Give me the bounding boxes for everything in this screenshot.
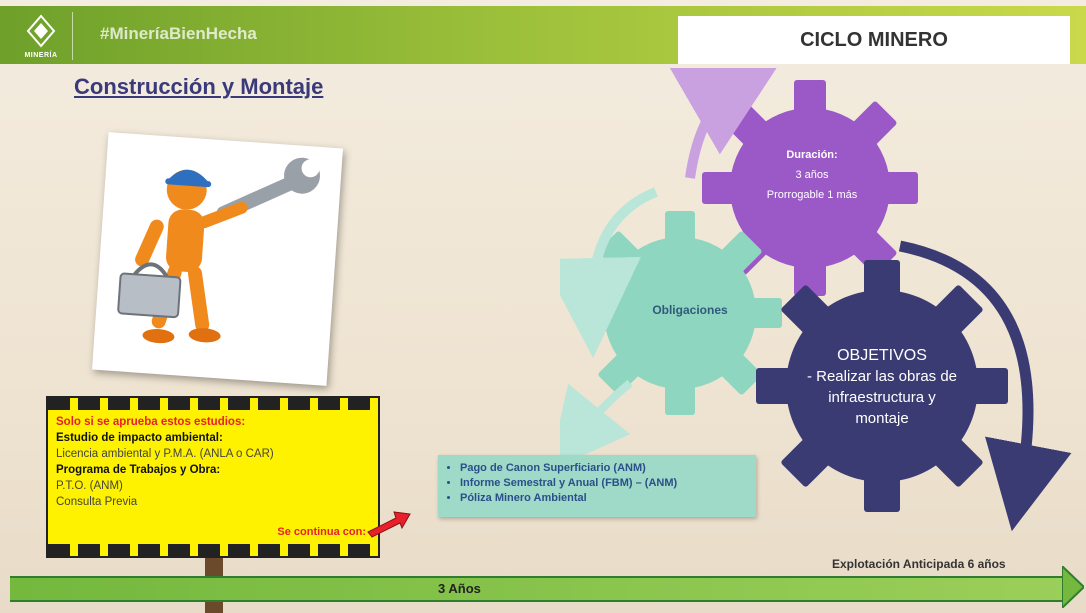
red-arrow-icon [367,511,411,538]
duration-text: Duración: 3 años Prorrogable 1 más [742,145,882,205]
timeline-bar [10,576,1070,602]
obligation-item: Pago de Canon Superficiario (ANM) [460,461,756,476]
header-bar: MINERÍA #MineríaBienHecha CICLO MINERO [0,6,1086,64]
anticipated-exploitation-label: Explotación Anticipada 6 años [832,557,1006,571]
sign-license-line: Licencia ambiental y P.M.A. (ANLA o CAR) [56,448,274,460]
sign-continue: Se continua con: [277,526,366,538]
objectives-text: OBJETIVOS - Realizar las obras de infrae… [802,345,962,429]
timeline-arrow-icon [1062,566,1084,608]
gears-diagram [560,68,1072,532]
sign-heading-program: Programa de Trabajos y Obra: [56,464,221,476]
objectives-description: - Realizar las obras de infraestructura … [806,368,958,427]
page-title: Construcción y Montaje [74,74,324,99]
obligation-item: Póliza Minero Ambiental [460,491,756,506]
obligation-item: Informe Semestral y Anual (FBM) – (ANM) [460,476,756,491]
obligations-box: Pago de Canon Superficiario (ANM) Inform… [438,455,756,517]
worker-illustration [91,132,344,386]
obligations-title: Obligaciones [652,303,728,317]
sign-stripes-top [48,398,378,410]
construction-worker-icon [117,157,321,344]
sign-pto-line: P.T.O. (ANM) [56,480,123,492]
obligations-list: Pago de Canon Superficiario (ANM) Inform… [438,461,756,506]
objectives-title: OBJETIVOS [837,347,927,364]
duration-extension: Prorrogable 1 más [766,189,858,201]
navy-gear-icon [756,260,1008,512]
hashtag: #MineríaBienHecha [100,24,257,43]
sign-consulta-line: Consulta Previa [56,496,138,508]
logo-text: MINERÍA [24,52,58,59]
diamond-logo-icon [26,14,56,48]
sign-warning: Solo si se aprueba estos estudios: [56,416,246,428]
sign-stripes-bottom [48,544,378,556]
duration-value: 3 años [795,169,829,181]
duration-title: Duración: [786,149,838,161]
requirements-sign: Solo si se aprueba estos estudios: Estud… [46,396,380,558]
ministry-logo: MINERÍA [10,12,73,60]
cycle-label: CICLO MINERO [678,16,1070,64]
sign-heading-impact: Estudio de impacto ambiental: [56,432,223,444]
sign-content: Solo si se aprueba estos estudios: Estud… [56,414,372,510]
timeline-years: 3 Años [438,581,481,596]
